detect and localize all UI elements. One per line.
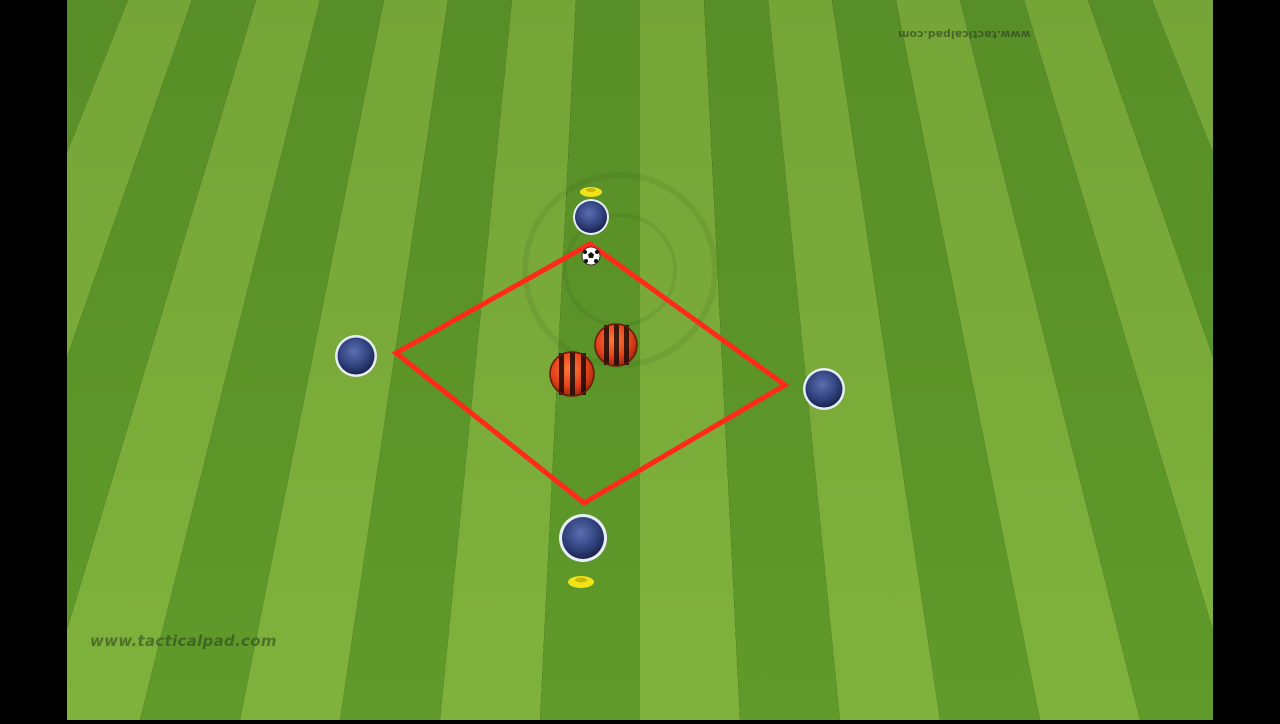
red-player-2 bbox=[594, 323, 638, 367]
blue-player-bottom bbox=[559, 514, 607, 562]
letterbox-left bbox=[0, 0, 67, 720]
letterbox-right bbox=[1213, 0, 1280, 720]
watermark-bottom: www.tacticalpad.com bbox=[90, 632, 277, 650]
blue-player-top bbox=[573, 199, 609, 235]
zone-diamond bbox=[391, 241, 790, 507]
field-shade bbox=[67, 0, 1213, 720]
watermark-top: www.tacticalpad.com bbox=[898, 28, 1031, 41]
top-cone bbox=[580, 187, 602, 197]
red-player-1 bbox=[549, 351, 595, 397]
soccer-ball bbox=[581, 246, 601, 266]
blue-player-right bbox=[803, 368, 845, 410]
bottom-cone bbox=[568, 576, 594, 588]
blue-player-left bbox=[335, 335, 377, 377]
